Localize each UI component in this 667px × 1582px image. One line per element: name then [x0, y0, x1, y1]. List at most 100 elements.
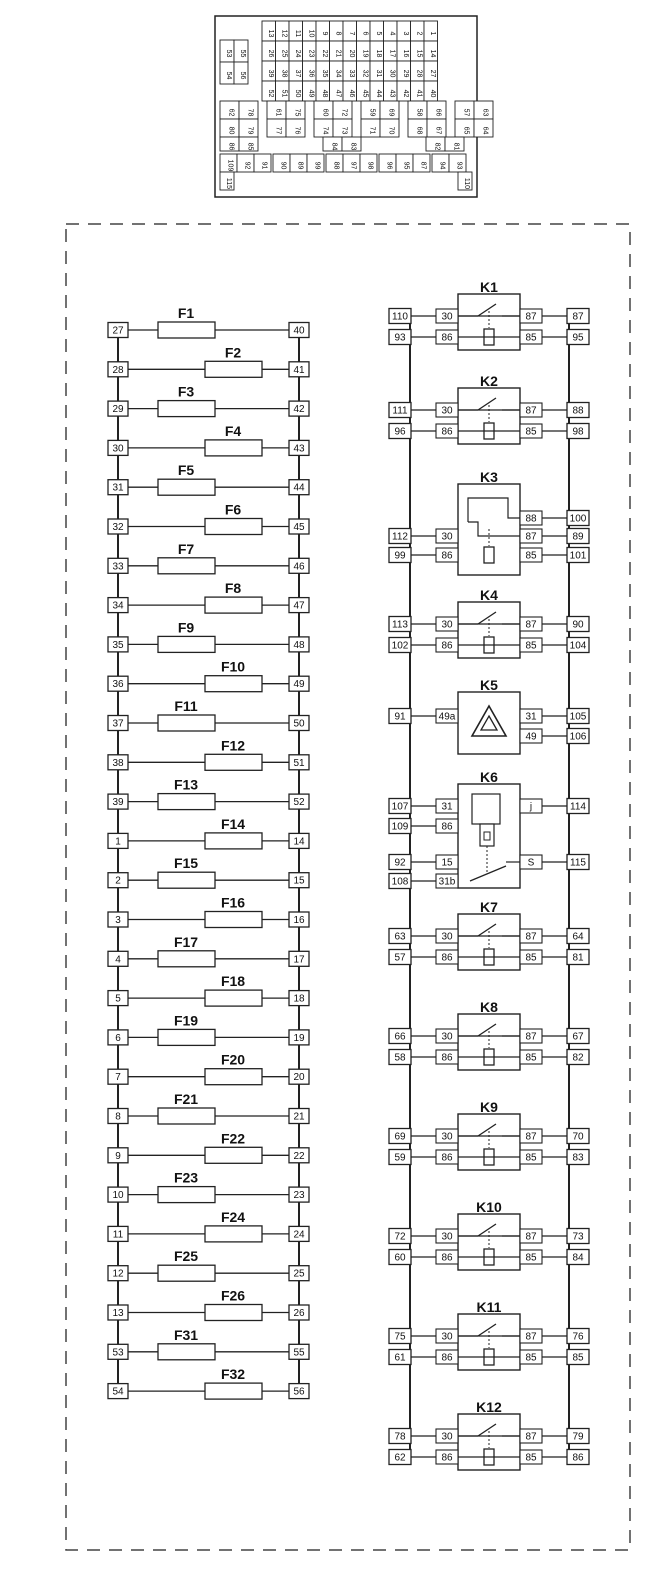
- relay-terminal: 30: [441, 1132, 453, 1143]
- fuse-pin-out-label: 17: [293, 954, 305, 965]
- relay-label: K9: [480, 1099, 498, 1115]
- switch-icon: [477, 611, 497, 625]
- layout-cell-label: 45: [361, 90, 368, 98]
- layout-cell-label: 21: [334, 50, 341, 58]
- fuse-pin-in-label: 5: [115, 994, 121, 1005]
- fuse-pin-out-label: 56: [293, 1387, 305, 1398]
- relay-terminal: 87: [525, 312, 537, 323]
- fuse-label: F23: [174, 1170, 198, 1186]
- relay-label: K4: [480, 587, 498, 603]
- relay-terminal: 85: [525, 1153, 537, 1164]
- fuse-box-outline: [65, 223, 631, 1551]
- fuse-body: [157, 478, 216, 496]
- relay-pin: 95: [566, 328, 590, 346]
- fuse-pin-in-label: 34: [112, 601, 124, 612]
- relay-terminal: 87: [525, 1332, 537, 1343]
- relay-terminal: 86: [441, 1053, 453, 1064]
- fuse-pin-out-label: 18: [293, 994, 305, 1005]
- fuse-pin-out: 52: [288, 793, 310, 810]
- layout-cell-label: 12: [280, 30, 287, 38]
- relay-pin-label: 67: [572, 1032, 584, 1043]
- fuse-body: [204, 832, 263, 850]
- relay-terminal: 87: [525, 932, 537, 943]
- fuse-label: F17: [174, 934, 198, 950]
- relay-pin-label: 79: [572, 1432, 584, 1443]
- relay-pin-label: 90: [572, 620, 584, 631]
- layout-cell-label: 62: [228, 109, 235, 117]
- fuse-pin-in: 10: [107, 1186, 129, 1203]
- fuse-pin-out: 19: [288, 1029, 310, 1046]
- relay-pin: 91: [388, 707, 412, 725]
- relay-pin: 69: [388, 1127, 412, 1145]
- fuse-label: F15: [174, 855, 198, 871]
- fuse-label: F6: [225, 502, 242, 518]
- layout-cell-label: 82: [434, 143, 441, 151]
- layout-cell-label: 39: [267, 70, 274, 78]
- fuse-f23: F23 10 23: [107, 1170, 310, 1204]
- fuse-body: [204, 1382, 263, 1400]
- relay-terminal: 85: [525, 427, 537, 438]
- layout-cell-label: 95: [403, 162, 410, 170]
- fuse-pin-out: 20: [288, 1068, 310, 1085]
- layout-cell-label: 19: [361, 50, 368, 58]
- relay-pin: 99: [388, 546, 412, 564]
- fuse-pin-out-label: 19: [293, 1033, 305, 1044]
- relay-pin: 90: [566, 615, 590, 633]
- relay-pin: 88: [566, 401, 590, 419]
- switch-icon: [477, 1223, 497, 1237]
- layout-cell-label: 60: [322, 109, 329, 117]
- relay-pin: 100: [566, 509, 590, 527]
- layout-cell-label: 72: [341, 109, 348, 117]
- layout-cell-label: 27: [429, 70, 436, 78]
- relay-label: K5: [480, 677, 498, 693]
- fuse-pin-out: 16: [288, 911, 310, 928]
- fuse-pin-in: 39: [107, 793, 129, 810]
- relay-pin-label: 92: [394, 858, 406, 869]
- layout-cell-label: 20: [348, 50, 355, 58]
- relay-pin-label: 85: [572, 1353, 584, 1364]
- relay-terminal: 85: [525, 333, 537, 344]
- layout-cell-label: 6: [361, 32, 368, 36]
- relay-pin: 58: [388, 1048, 412, 1066]
- relay-pin: 78: [388, 1427, 412, 1445]
- fuse-pin-out: 23: [288, 1186, 310, 1203]
- fuse-pin-in: 27: [107, 321, 129, 339]
- layout-cell-label: 36: [307, 70, 314, 78]
- fuse-pin-in: 30: [107, 439, 129, 457]
- fuse-body: [157, 635, 216, 654]
- relay-pin-label: 86: [572, 1453, 584, 1464]
- fuse-pin-out-label: 40: [293, 326, 305, 337]
- fuse-label: F31: [174, 1327, 198, 1343]
- relay-pin: 85: [566, 1348, 590, 1366]
- relay-terminal: 30: [441, 1032, 453, 1043]
- layout-cell-label: 73: [341, 127, 348, 135]
- fuse-pin-in: 6: [107, 1029, 129, 1046]
- layout-cell-label: 52: [267, 90, 274, 98]
- fuse-body: [157, 1028, 216, 1047]
- relay-pin: 79: [566, 1427, 590, 1445]
- layout-cell-label: 88: [333, 162, 340, 170]
- fuse-pin-out: 47: [288, 596, 310, 614]
- layout-cell-label: 15: [415, 50, 422, 58]
- layout-cell-label: 70: [388, 127, 395, 135]
- relay-pin-label: 84: [572, 1253, 584, 1264]
- relay-terminal: 30: [441, 1432, 453, 1443]
- relay-terminal: 49a: [439, 712, 456, 723]
- fuse-label: F26: [221, 1288, 245, 1304]
- relay-terminal: 86: [441, 333, 453, 344]
- fuse-pin-in-label: 10: [112, 1190, 124, 1201]
- layout-cell-label: 85: [247, 143, 254, 151]
- relay-pin-label: 89: [572, 532, 584, 543]
- fuse-pin-out-label: 42: [293, 404, 305, 415]
- relay-pin: 75: [388, 1327, 412, 1345]
- relay-terminal: 86: [441, 1453, 453, 1464]
